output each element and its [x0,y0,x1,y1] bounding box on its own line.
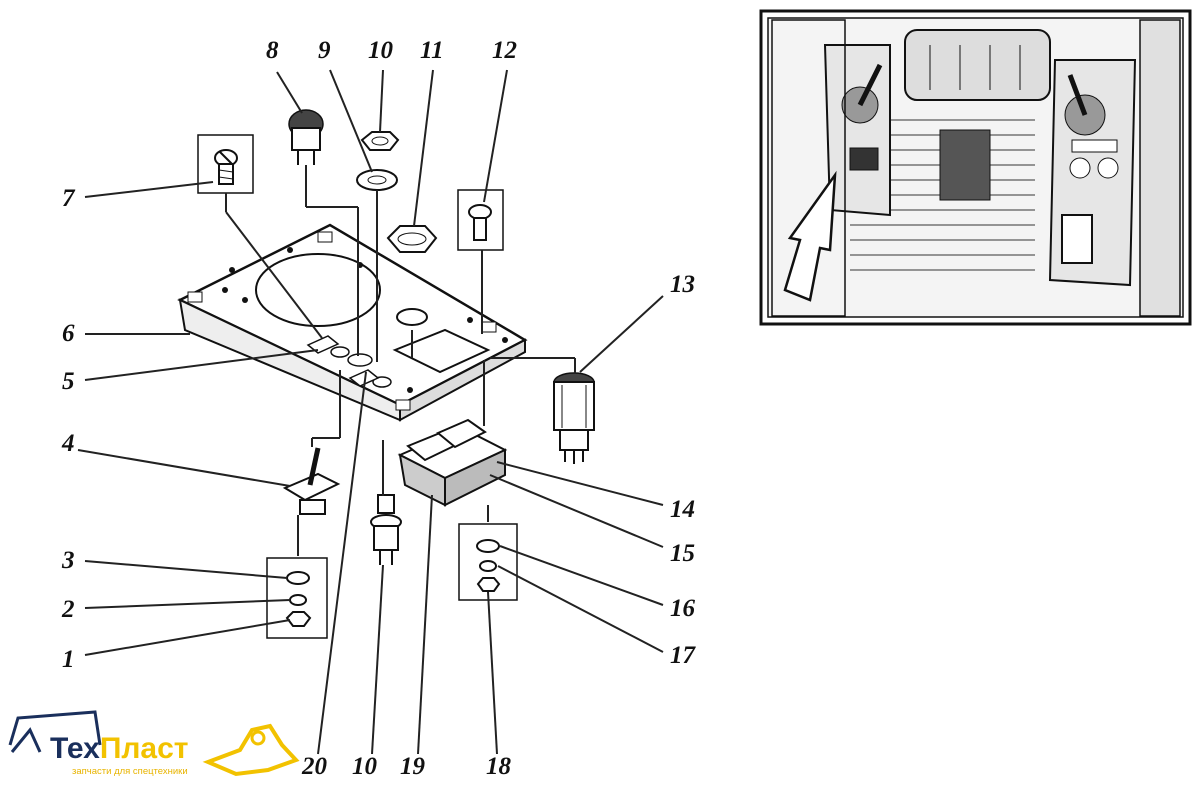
callout-7: 7 [62,185,76,212]
screw-12 [457,189,504,251]
callout-1: 1 [62,646,75,673]
callout-10-bottom: 10 [352,753,378,780]
callout-13: 13 [670,271,695,298]
callout-8: 8 [266,37,279,64]
callout-3: 3 [61,547,75,574]
callout-17: 17 [670,642,697,669]
callout-19: 19 [400,753,426,780]
connector-13 [553,372,595,464]
callout-4: 4 [61,430,75,457]
excavator-bucket-icon [202,723,300,777]
callout-9: 9 [318,37,331,64]
logo: ТехПласт запчасти для спецтехники [8,710,300,777]
callout-5: 5 [62,368,75,395]
cab-inset-illustration [759,9,1192,326]
washer-9 [356,169,398,191]
switch-block-14-15-19 [397,418,508,507]
callout-11: 11 [420,37,444,64]
toggle-switch-4 [282,447,341,515]
callout-6: 6 [62,320,75,347]
fastener-set-1-3 [266,557,328,639]
svg-text:ТехПласт: ТехПласт [50,732,189,765]
logo-tagline: запчасти для спецтехники [72,766,188,777]
callout-18: 18 [486,753,512,780]
logo-name-light: Пласт [100,732,189,765]
screw-7 [197,134,254,194]
callout-14: 14 [670,496,695,523]
callout-numbers: 1 2 3 4 5 6 7 8 9 10 11 12 13 14 15 16 1… [61,37,697,780]
logo-name-dark: Тех [50,732,100,765]
callout-16: 16 [670,595,696,622]
callout-15: 15 [670,540,695,567]
callout-10-top: 10 [368,37,394,64]
panel-plate [177,223,528,422]
callout-2: 2 [61,596,75,623]
callout-20: 20 [301,753,328,780]
lamp-8 [288,109,324,165]
fastener-set-16-18 [458,523,518,601]
nut-10-top [360,131,400,151]
pushbutton-10-bottom [370,494,402,565]
leader-lines [77,69,664,755]
nut-11 [386,225,438,253]
callout-12: 12 [492,37,517,64]
excavator-outline-icon [8,710,102,746]
